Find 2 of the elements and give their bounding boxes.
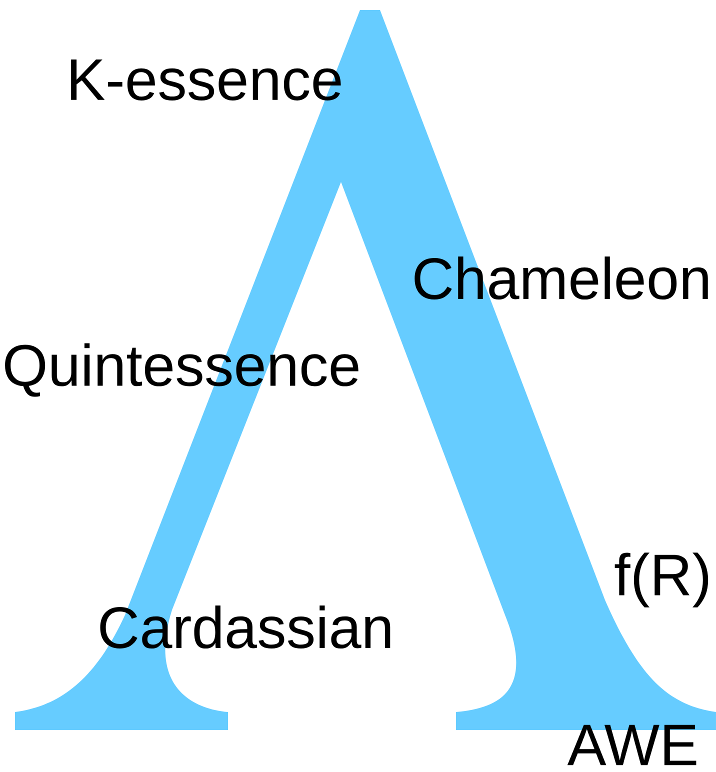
text-label: f(R)	[614, 552, 708, 608]
text-label: AWE	[567, 724, 696, 766]
